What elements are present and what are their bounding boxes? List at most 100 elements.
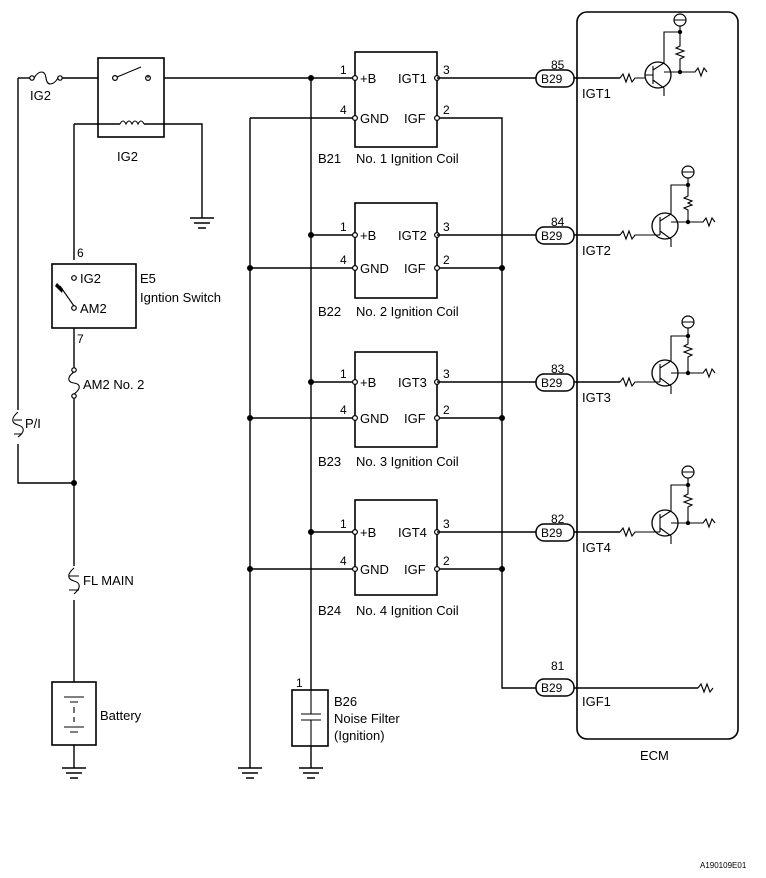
ignition-coil-3: 1 4 3 2 +B GND IGT3 IGF B23 No. 3 Igniti… [250, 351, 536, 469]
coil-id: B21 [318, 151, 341, 166]
coil-name: No. 2 Ignition Coil [356, 304, 459, 319]
coil-pin-b: 1 [340, 367, 347, 381]
switch-pin-top: 6 [77, 246, 84, 260]
pi-fuse-icon [12, 410, 24, 444]
ecm-connector: B29 [541, 526, 563, 540]
battery-icon [64, 696, 84, 733]
switch-pin-bottom: 7 [77, 332, 84, 346]
coil-label-gnd: GND [360, 411, 389, 426]
coil-name: No. 3 Ignition Coil [356, 454, 459, 469]
coil-pin-igt: 3 [443, 220, 450, 234]
ecm: ECM 85 B29 IGT1 84 B29 IGT2 83 B29 IGT3 … [535, 11, 739, 763]
ig2-relay [97, 57, 165, 138]
ecm-connector: B29 [541, 681, 563, 695]
ig2-relay-label: IG2 [117, 149, 138, 164]
coil-id: B24 [318, 603, 341, 618]
switch-contact-am2: AM2 [80, 301, 107, 316]
ignition-coil-4: 1 4 3 2 +B GND IGT4 IGF B24 No. 4 Igniti… [250, 499, 536, 618]
coil-label-gnd: GND [360, 261, 389, 276]
switch-contact-ig2: IG2 [80, 271, 101, 286]
transistor-circuit-icon [619, 465, 716, 544]
ecm-terminal-igt1: 85 B29 IGT1 [535, 58, 620, 101]
coil-pin-b: 1 [340, 517, 347, 531]
noise-filter-id: B26 [334, 694, 357, 709]
coil-pin-igt: 3 [443, 63, 450, 77]
ig2-fuse-label: IG2 [30, 88, 51, 103]
coil-label-b: +B [360, 228, 376, 243]
coil-pin-igt: 3 [443, 517, 450, 531]
coil-pin-gnd: 4 [340, 554, 347, 568]
coil-pin-igf: 2 [443, 403, 450, 417]
ecm-terminal-igt3: 83 B29 IGT3 [535, 362, 620, 405]
coil-pin-b: 1 [340, 220, 347, 234]
coil-label-igf: IGF [404, 261, 426, 276]
coil-name: No. 1 Ignition Coil [356, 151, 459, 166]
ecm-pin: 81 [551, 659, 565, 673]
relay-switch-icon [111, 66, 152, 81]
switch-name: Igntion Switch [140, 290, 221, 305]
coil-label-gnd: GND [360, 562, 389, 577]
ignition-coil-1: 1 4 3 2 +B GND IGT1 IGF B21 No. 1 Igniti… [318, 51, 536, 166]
ignition-switch [51, 263, 137, 329]
ecm-signal: IGT3 [582, 390, 611, 405]
power-supply-section: IG2 IG2 6 IG2 AM2 E5 [12, 57, 355, 779]
noise-filter: 1 B26 Noise Filter (Ignition) [291, 676, 400, 779]
ecm-signal: IGT4 [582, 540, 611, 555]
coil-label-gnd: GND [360, 111, 389, 126]
fl-main-fuse-icon [68, 566, 80, 602]
coil-name: No. 4 Ignition Coil [356, 603, 459, 618]
coil-label-b: +B [360, 375, 376, 390]
transistor-circuit-icon [619, 13, 708, 96]
ecm-connector: B29 [541, 72, 563, 86]
switch-lever-icon [55, 283, 75, 307]
ecm-label: ECM [640, 748, 669, 763]
switch-id: E5 [140, 271, 156, 286]
transistor-circuit-icon [619, 165, 716, 247]
coil-label-igf: IGF [404, 111, 426, 126]
ecm-terminal-igt4: 82 B29 IGT4 [535, 512, 620, 555]
pi-fuse-label: P/I [25, 416, 41, 431]
coil-label-b: +B [360, 71, 376, 86]
ground-icon [62, 767, 86, 779]
ecm-connector: B29 [541, 229, 563, 243]
coil-label-igf: IGF [404, 562, 426, 577]
am2-fuse-icon [68, 367, 80, 399]
coil-label-igt: IGT4 [398, 525, 427, 540]
coil-label-igt: IGT1 [398, 71, 427, 86]
ig2-fuse-icon [29, 71, 63, 85]
coil-pin-igf: 2 [443, 554, 450, 568]
coil-label-igf: IGF [404, 411, 426, 426]
coil-label-igt: IGT3 [398, 375, 427, 390]
battery [51, 681, 97, 746]
coil-pin-gnd: 4 [340, 253, 347, 267]
coil-pin-igf: 2 [443, 253, 450, 267]
ecm-pin: 84 [551, 215, 565, 229]
fl-main-fuse-label: FL MAIN [83, 573, 134, 588]
ecm-signal: IGF1 [582, 694, 611, 709]
ecm-pin: 82 [551, 512, 565, 526]
am2-fuse-label: AM2 No. 2 [83, 377, 144, 392]
coil-label-igt: IGT2 [398, 228, 427, 243]
coil-pin-igf: 2 [443, 103, 450, 117]
noise-filter-name-2: (Ignition) [334, 728, 385, 743]
transistor-circuit-icon [619, 315, 716, 394]
ecm-pin: 83 [551, 362, 565, 376]
ecm-connector: B29 [541, 376, 563, 390]
relay-coil-icon [74, 120, 203, 218]
ignition-coil-2: 1 4 3 2 +B GND IGT2 IGF B22 No. 2 Igniti… [250, 202, 536, 319]
noise-filter-pin: 1 [296, 676, 303, 690]
coil-pin-gnd: 4 [340, 403, 347, 417]
coil-label-b: +B [360, 525, 376, 540]
coil-id: B23 [318, 454, 341, 469]
bus-lines [238, 75, 536, 779]
ground-icon [190, 217, 214, 229]
figure-code: A190109E01 [700, 861, 747, 870]
ecm-signal: IGT2 [582, 243, 611, 258]
ground-icon [238, 767, 262, 779]
coil-pin-igt: 3 [443, 367, 450, 381]
ecm-pin: 85 [551, 58, 565, 72]
coil-pin-b: 1 [340, 63, 347, 77]
coil-pin-gnd: 4 [340, 103, 347, 117]
coil-id: B22 [318, 304, 341, 319]
